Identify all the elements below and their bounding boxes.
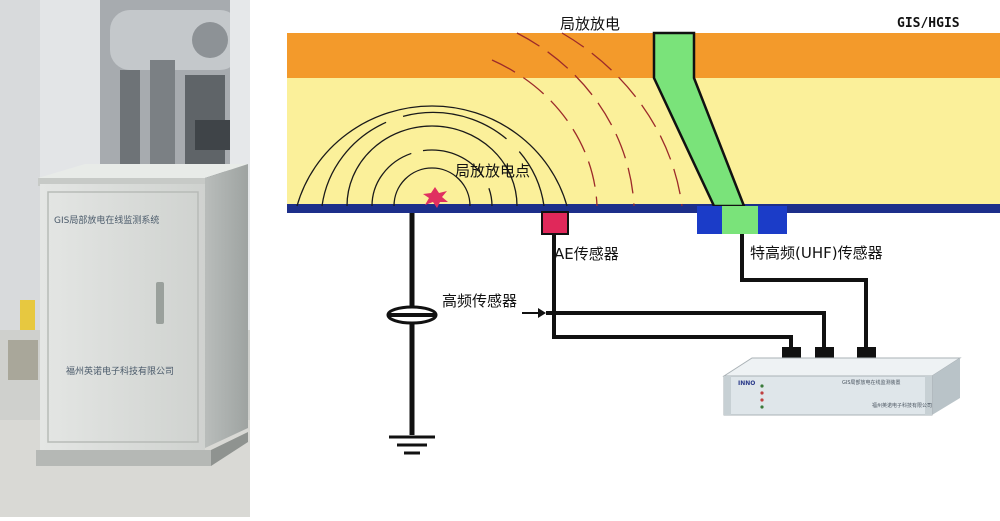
pd-schematic — [287, 31, 1000, 455]
gis-enclosure-band — [287, 33, 1000, 78]
discharge-waves-outer — [491, 32, 683, 207]
cabinet-title: GIS局部放电在线监测系统 — [54, 216, 160, 226]
cabinet-illustration — [0, 0, 250, 517]
discharge-waves — [296, 105, 568, 207]
device-title: GIS局部放电在线监测装置 — [842, 380, 901, 386]
pd-point-label: 局放放电点 — [455, 162, 531, 180]
pd-top-label: 局放放电 — [560, 15, 621, 33]
device-front — [723, 375, 933, 416]
device-top — [722, 357, 962, 377]
ae-sensor-label: AE传感器 — [554, 245, 619, 263]
gis-interior — [287, 78, 1000, 206]
pd-spark — [423, 187, 448, 208]
cabinet-company: 福州英诺电子科技有限公司 — [66, 367, 175, 377]
device-side — [932, 358, 960, 415]
ae-sensor — [541, 211, 569, 235]
cabinet-photo: GIS局部放电在线监测系统 福州英诺电子科技有限公司 — [0, 0, 250, 517]
uhf-sensor-label: 特高频(UHF)传感器 — [750, 244, 883, 262]
device-brand: INNO — [738, 380, 756, 387]
hf-arrow — [538, 308, 546, 318]
hf-sensor-label: 高频传感器 — [442, 292, 518, 310]
pd-diagram: 局放放电 GIS/HGIS 局放放电点 AE传感器 特高频(UHF)传感器 高频… — [262, 0, 1000, 517]
gis-floor — [287, 204, 1000, 213]
uhf-sensor-window — [722, 206, 758, 234]
gis-hgis-label: GIS/HGIS — [897, 16, 960, 31]
device-company: 福州英诺电子科技有限公司 — [872, 403, 933, 409]
ground-symbol — [389, 435, 435, 455]
signal-cables — [546, 234, 868, 350]
